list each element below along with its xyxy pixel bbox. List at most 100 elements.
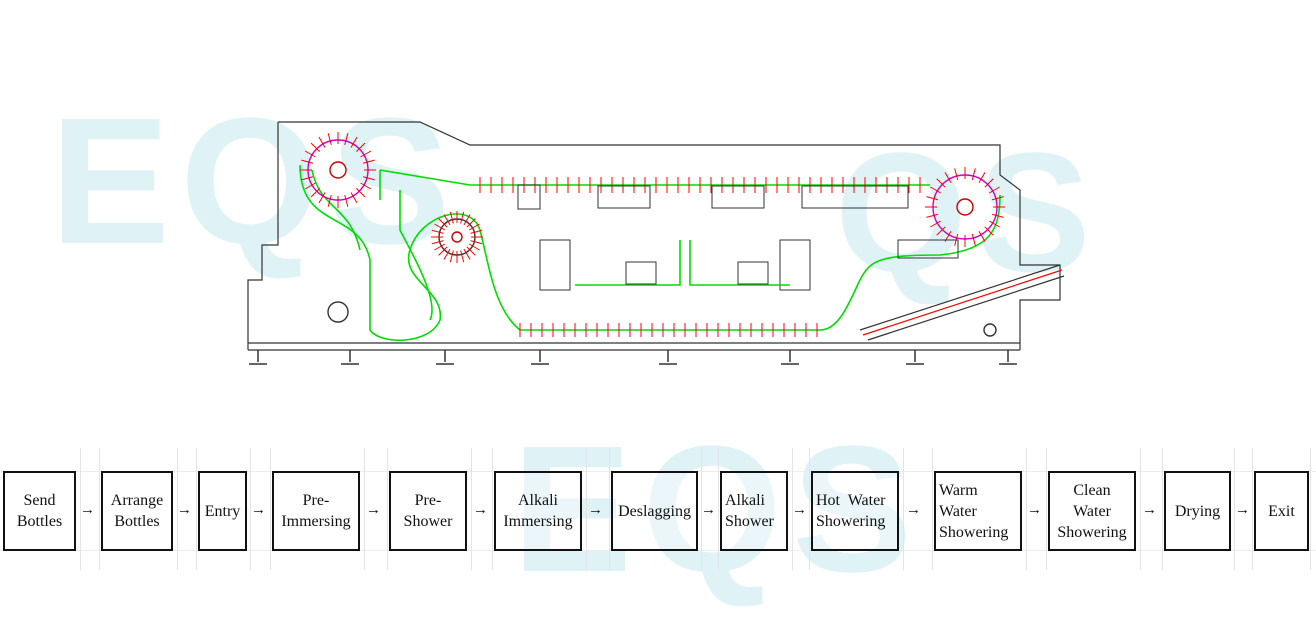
step-label: Pre- Shower bbox=[403, 492, 453, 530]
carrier-tick bbox=[470, 240, 483, 245]
arrow-icon: → bbox=[80, 502, 95, 518]
grid-line bbox=[1140, 448, 1141, 570]
watermark-logo: EQS bbox=[512, 409, 923, 610]
carrier-tick bbox=[443, 214, 451, 226]
step-label: Clean Water Showering bbox=[1057, 481, 1127, 541]
step-label: Hot Water Showering bbox=[816, 492, 886, 530]
carrier-tick bbox=[438, 246, 448, 256]
grid-line bbox=[1234, 448, 1235, 570]
step-send-bottles: Send Bottles bbox=[3, 471, 76, 551]
carrier-tick bbox=[431, 240, 444, 245]
grid-line bbox=[718, 448, 719, 570]
step-hot-water-showering: Hot Water Showering bbox=[811, 471, 899, 551]
carrier-tick bbox=[301, 159, 314, 164]
grid-line bbox=[250, 448, 251, 570]
grid-line bbox=[387, 448, 388, 570]
step-alkali-immersing: Alkali Immersing bbox=[494, 471, 582, 551]
carrier-tick bbox=[936, 178, 946, 188]
arrow-icon: → bbox=[906, 502, 921, 518]
grid-line bbox=[1252, 448, 1253, 570]
carrier-tick bbox=[350, 192, 358, 204]
bottle-carrier-ticks bbox=[300, 132, 1005, 337]
grid-line bbox=[364, 448, 365, 570]
step-deslagging: Deslagging bbox=[611, 471, 698, 551]
carrier-tick bbox=[310, 142, 320, 152]
grid-line bbox=[177, 448, 178, 570]
step-exit: Exit bbox=[1254, 471, 1309, 551]
step-arrange-bottles: Arrange Bottles bbox=[101, 471, 173, 551]
carrier-tick bbox=[449, 211, 454, 224]
step-label: Drying bbox=[1174, 502, 1221, 520]
carrier-tick bbox=[301, 176, 314, 181]
step-label: Alkali Immersing bbox=[503, 492, 573, 530]
step-label: Pre- Immersing bbox=[281, 492, 351, 530]
carrier-tick bbox=[463, 248, 471, 260]
carrier-tick bbox=[991, 196, 1004, 201]
carrier-tick bbox=[318, 136, 326, 148]
arrow-icon: → bbox=[701, 502, 716, 518]
carrier-tick bbox=[971, 233, 976, 246]
carrier-tick bbox=[460, 211, 465, 224]
grid-line bbox=[809, 448, 810, 570]
grid-line bbox=[471, 448, 472, 570]
carrier-tick bbox=[356, 188, 366, 198]
grid-line bbox=[609, 448, 610, 570]
arrow-icon: → bbox=[177, 502, 192, 518]
arrow-icon: → bbox=[792, 502, 807, 518]
step-label: Exit bbox=[1268, 502, 1295, 520]
arrow-icon: → bbox=[473, 502, 488, 518]
grid-line bbox=[1046, 448, 1047, 570]
carrier-tick bbox=[362, 159, 375, 164]
step-label: Send Bottles bbox=[16, 492, 63, 530]
conveyor-incline bbox=[859, 264, 1065, 341]
carrier-tick bbox=[468, 223, 480, 231]
carrier-tick bbox=[463, 214, 471, 226]
grid-line bbox=[196, 448, 197, 570]
grid-line bbox=[99, 448, 100, 570]
carrier-tick bbox=[466, 218, 476, 228]
carrier-tick bbox=[468, 243, 480, 251]
grid-line bbox=[701, 448, 702, 570]
carrier-tick bbox=[434, 243, 446, 251]
carrier-tick bbox=[988, 186, 1000, 194]
carrier-tick bbox=[984, 226, 994, 236]
step-label: Entry bbox=[204, 502, 241, 520]
step-pre-shower: Pre- Shower bbox=[389, 471, 467, 551]
carrier-tick bbox=[926, 196, 939, 201]
step-alkali-shower: Alkali Shower bbox=[720, 471, 788, 551]
carrier-tick bbox=[327, 133, 332, 146]
step-warm-water-showering: Warm Water Showering bbox=[934, 471, 1022, 551]
carrier-tick bbox=[344, 133, 349, 146]
grid-line bbox=[1310, 448, 1311, 570]
arrow-icon: → bbox=[1027, 502, 1042, 518]
carrier-tick bbox=[988, 220, 1000, 228]
spray-nozzle-units bbox=[517, 184, 959, 259]
grid-line bbox=[792, 448, 793, 570]
carrier-tick bbox=[460, 250, 465, 263]
carrier-tick bbox=[304, 182, 316, 190]
carrier-tick bbox=[443, 248, 451, 260]
carrier-tick bbox=[360, 182, 372, 190]
carrier-tick bbox=[930, 220, 942, 228]
grid-line bbox=[586, 448, 587, 570]
carrier-tick bbox=[344, 194, 349, 207]
arrow-icon: → bbox=[251, 502, 266, 518]
carrier-tick bbox=[954, 168, 959, 181]
carrier-tick bbox=[984, 178, 994, 188]
carrier-tick bbox=[926, 213, 939, 218]
step-label: Arrange Bottles bbox=[110, 492, 164, 530]
carrier-tick bbox=[466, 246, 476, 256]
step-label: Deslagging bbox=[618, 502, 691, 520]
arrow-icon: → bbox=[1235, 502, 1250, 518]
carrier-tick bbox=[318, 192, 326, 204]
grid-line bbox=[1162, 448, 1163, 570]
carrier-tick bbox=[431, 229, 444, 234]
step-entry: Entry bbox=[198, 471, 247, 551]
grid-line bbox=[492, 448, 493, 570]
carrier-tick bbox=[434, 223, 446, 231]
step-pre-immersing: Pre- Immersing bbox=[272, 471, 360, 551]
step-drying: Drying bbox=[1164, 471, 1231, 551]
carrier-tick bbox=[360, 150, 372, 158]
carrier-tick bbox=[470, 229, 483, 234]
carrier-tick bbox=[438, 218, 448, 228]
